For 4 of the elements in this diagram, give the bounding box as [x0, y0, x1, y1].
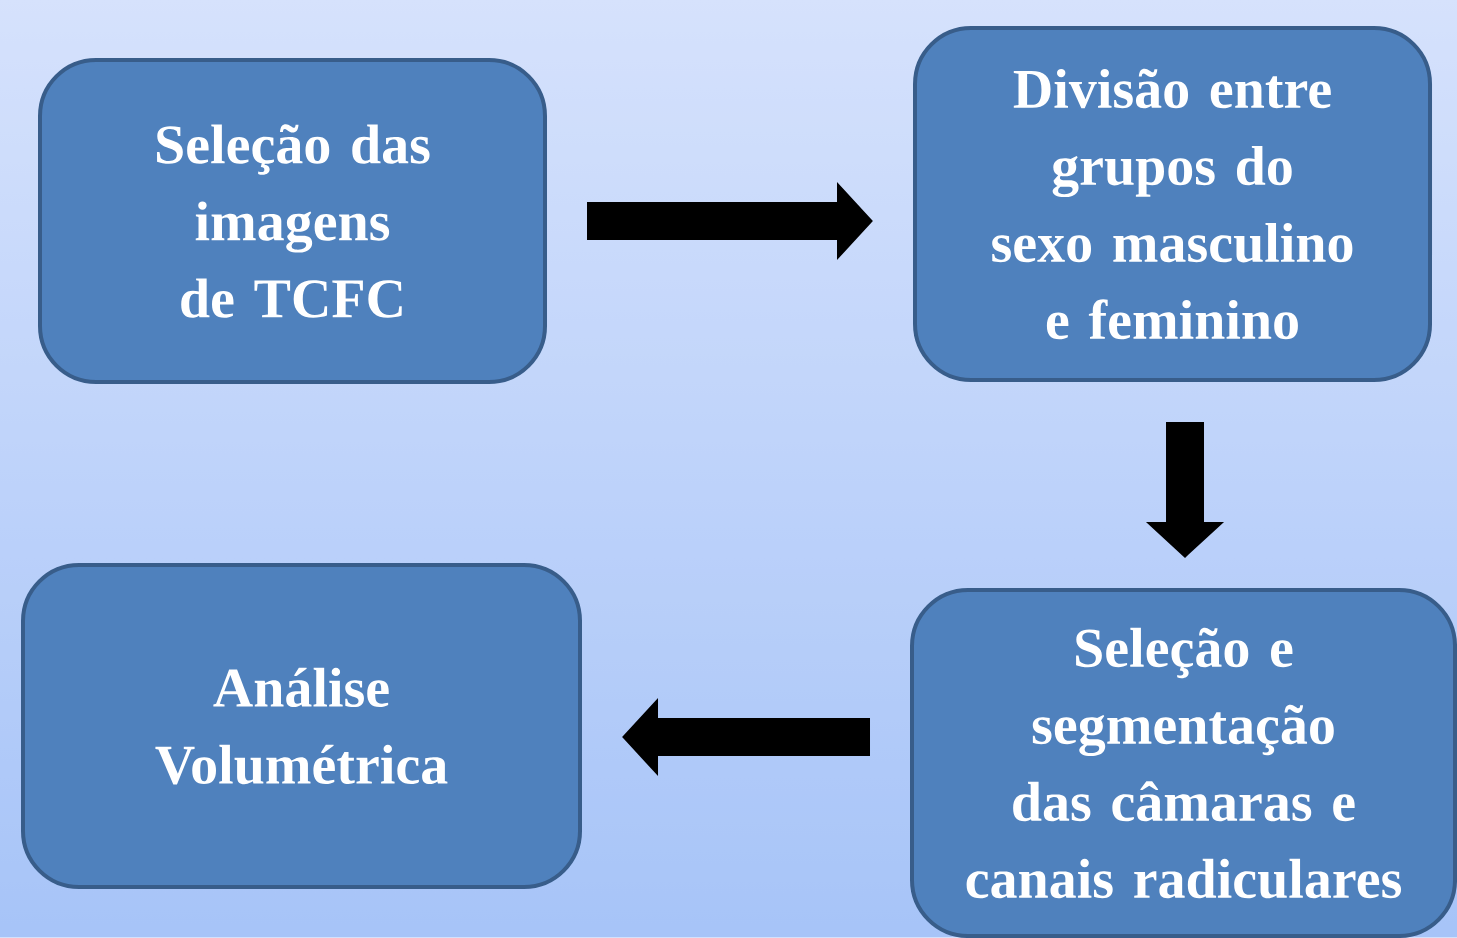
process-box: Seleção das imagens de TCFC [38, 58, 547, 384]
process-box: Análise Volumétrica [21, 563, 582, 889]
process-box: Seleção e segmentação das câmaras e canais radiculares [910, 588, 1457, 938]
process-box: Divisão entre grupos do sexo masculino e feminino [913, 26, 1432, 382]
